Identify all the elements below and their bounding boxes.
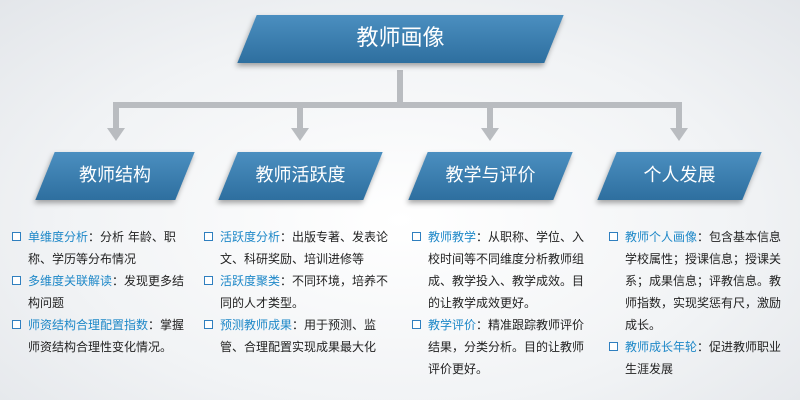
item-description: ：分析 年龄、职称、学历等分布情况 — [28, 230, 176, 266]
item-title: 教学评价 — [428, 318, 477, 332]
list-item: 活跃度分析：出版专著、发表论文、科研奖励、培训进修等 — [204, 226, 390, 270]
item-title: 师资结构合理配置指数 — [28, 318, 149, 332]
list-item: 教师教学：从职称、学位、入校时间等不同维度分析教师组成、教学投入、教学成效。目的… — [412, 226, 590, 314]
item-title: 活跃度聚类 — [220, 274, 281, 288]
list-item: 教学评价：精准跟踪教师评价结果，分类分析。目的让教师评价更好。 — [412, 314, 590, 380]
list-item: 教师成长年轮：促进教师职业生涯发展 — [609, 336, 789, 380]
branch-detail-list-4: 教师个人画像：包含基本信息学校属性；授课信息；授课关系；成果信息；评教信息。教师… — [609, 226, 789, 380]
list-item: 活跃度聚类：不同环境，培养不同的人才类型。 — [204, 270, 390, 314]
item-description: ：用于预测、监管、合理配置实现成果最大化 — [220, 318, 377, 354]
item-description: ：包含基本信息学校属性；授课信息；授课关系；成果信息；评教信息。教师指数，实现奖… — [625, 230, 782, 332]
item-title: 活跃度分析 — [220, 230, 281, 244]
square-bullet-icon — [204, 276, 213, 285]
item-title: 多维度关联解读 — [28, 274, 113, 288]
list-item: 多维度关联解读：发现更多结构问题 — [12, 270, 190, 314]
item-description: ：精准跟踪教师评价结果，分类分析。目的让教师评价更好。 — [428, 318, 585, 376]
item-title: 教师教学 — [428, 230, 477, 244]
item-description: ：出版专著、发表论文、科研奖励、培训进修等 — [220, 230, 389, 266]
item-title: 教师成长年轮 — [625, 340, 698, 354]
square-bullet-icon — [609, 342, 618, 351]
list-item: 教师个人画像：包含基本信息学校属性；授课信息；授课关系；成果信息；评教信息。教师… — [609, 226, 789, 336]
item-description: ：不同环境，培养不同的人才类型。 — [220, 274, 389, 310]
square-bullet-icon — [12, 276, 21, 285]
item-description: ：掌握师资结构合理性变化情况。 — [28, 318, 185, 354]
arrowhead-4 — [670, 128, 688, 141]
branch-node-label-1: 教师结构 — [79, 165, 151, 186]
item-title: 单维度分析 — [28, 230, 89, 244]
square-bullet-icon — [12, 320, 21, 329]
square-bullet-icon — [12, 232, 21, 241]
square-bullet-icon — [412, 232, 421, 241]
item-description: ：促进教师职业生涯发展 — [625, 340, 782, 376]
square-bullet-icon — [204, 232, 213, 241]
branch-detail-list-2: 活跃度分析：出版专著、发表论文、科研奖励、培训进修等 活跃度聚类：不同环境，培养… — [204, 226, 390, 358]
item-description: ：从职称、学位、入校时间等不同维度分析教师组成、教学投入、教学成效。目的让教学成… — [428, 230, 585, 310]
square-bullet-icon — [412, 320, 421, 329]
list-item: 单维度分析：分析 年龄、职称、学历等分布情况 — [12, 226, 190, 270]
list-item: 师资结构合理配置指数：掌握师资结构合理性变化情况。 — [12, 314, 190, 358]
square-bullet-icon — [609, 232, 618, 241]
item-description: ：发现更多结构问题 — [28, 274, 185, 310]
branch-node-label-3: 教学与评价 — [445, 165, 536, 186]
branch-node-label-4: 个人发展 — [643, 165, 716, 186]
branch-detail-list-1: 单维度分析：分析 年龄、职称、学历等分布情况 多维度关联解读：发现更多结构问题 … — [12, 226, 190, 358]
root-node-label: 教师画像 — [356, 26, 445, 51]
arrowhead-2 — [291, 128, 309, 141]
item-title: 教师个人画像 — [625, 230, 698, 244]
arrowhead-3 — [481, 128, 499, 141]
arrowhead-1 — [107, 128, 125, 141]
branch-detail-list-3: 教师教学：从职称、学位、入校时间等不同维度分析教师组成、教学投入、教学成效。目的… — [412, 226, 590, 380]
branch-node-label-2: 教师活跃度 — [255, 165, 346, 186]
item-title: 预测教师成果 — [220, 318, 293, 332]
list-item: 预测教师成果：用于预测、监管、合理配置实现成果最大化 — [204, 314, 390, 358]
square-bullet-icon — [204, 320, 213, 329]
